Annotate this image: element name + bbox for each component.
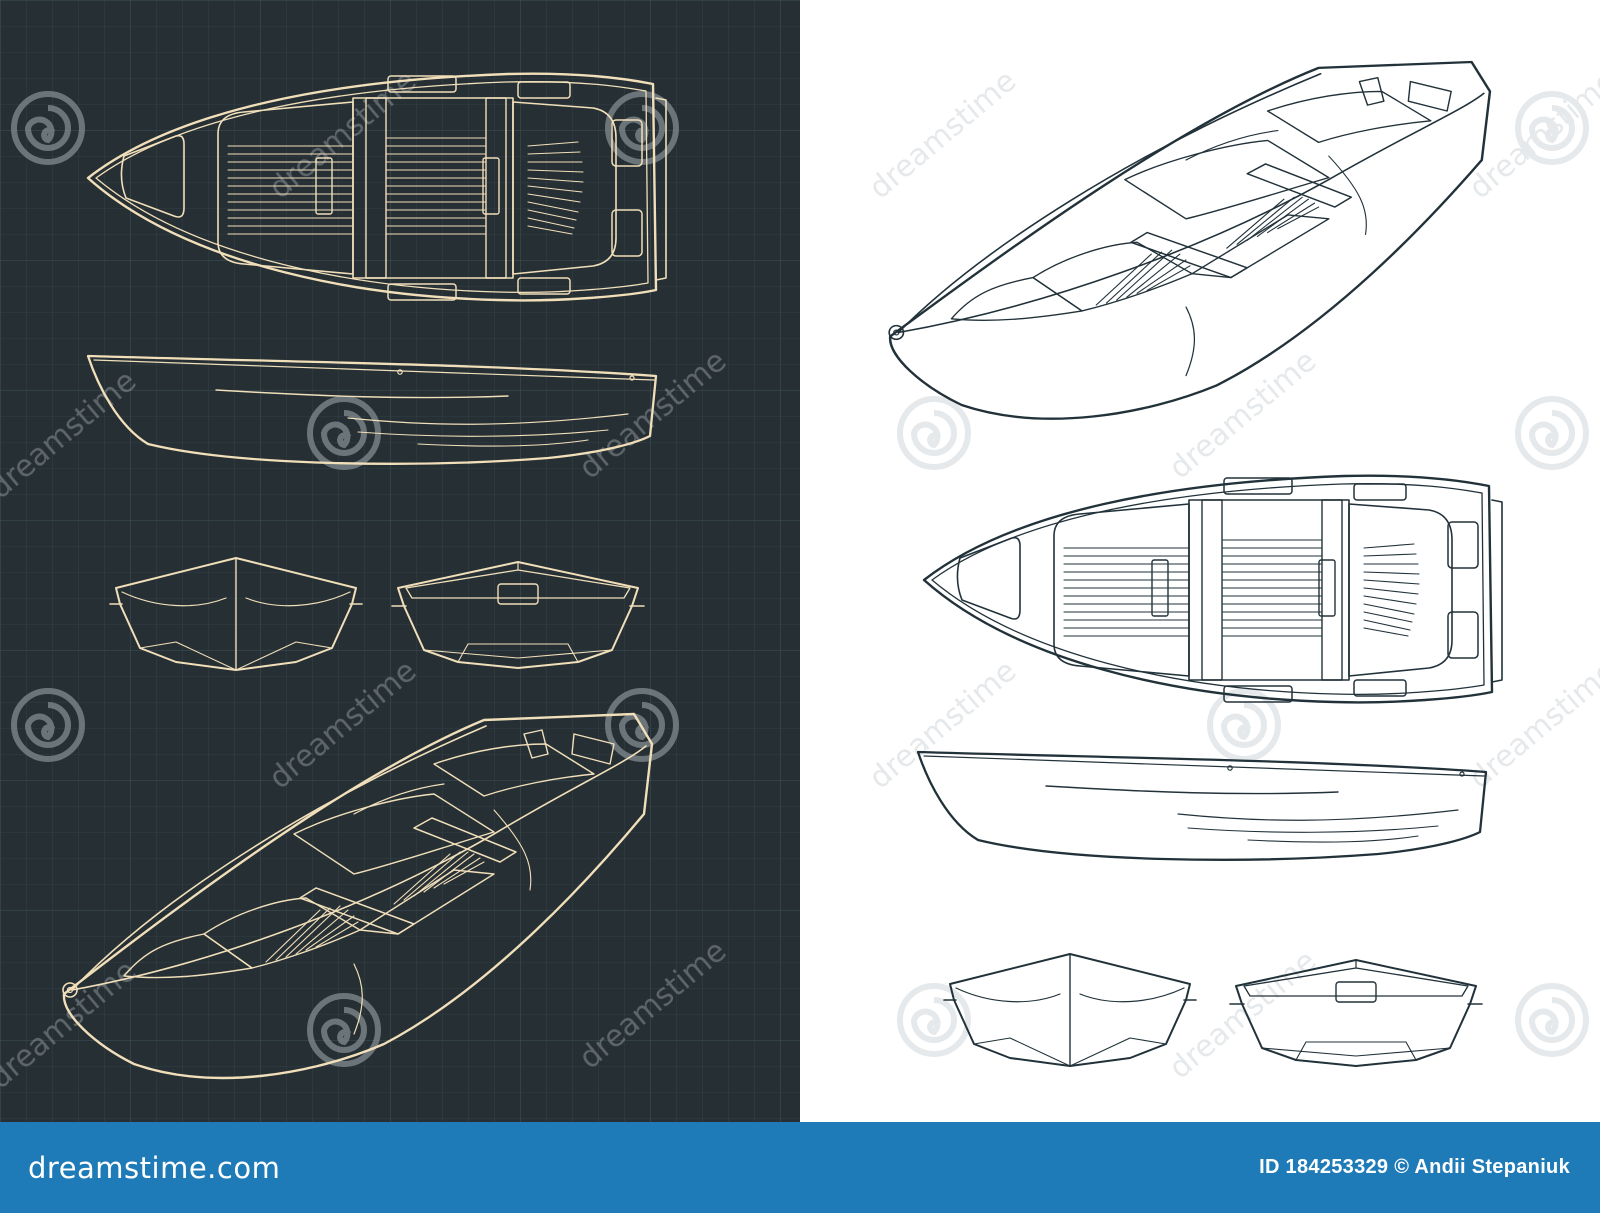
footer-bar: dreamstime.com ID 184253329 © Andii Step… bbox=[0, 1122, 1600, 1213]
image-credit: ID 184253329 © Andii Stepaniuk bbox=[1259, 1156, 1570, 1178]
white-drawing-panel bbox=[800, 0, 1600, 1122]
brand-name[interactable]: dreamstime.com bbox=[28, 1150, 281, 1185]
boat-drawings-artwork: dreamstime dreamstime dreamstime dreamst… bbox=[0, 0, 1600, 1122]
